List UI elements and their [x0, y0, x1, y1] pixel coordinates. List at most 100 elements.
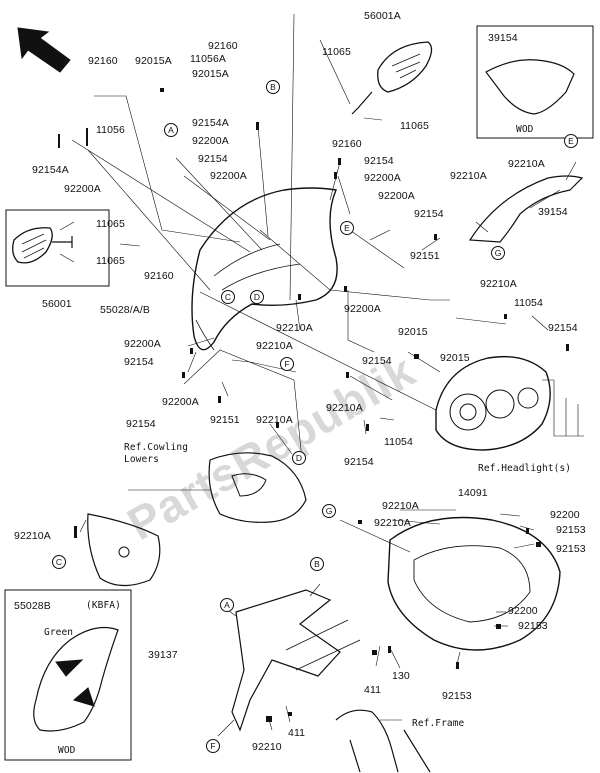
inset-wod-label: WOD: [516, 124, 534, 135]
part-label: 92210A: [276, 322, 313, 334]
callout-d: D: [250, 290, 264, 304]
inner-cowl-14091: [387, 516, 561, 651]
ref-frame: Ref.Frame: [412, 718, 465, 729]
part-label: 39154: [538, 206, 568, 218]
callout-c: C: [52, 555, 66, 569]
upper-cowling: [191, 187, 338, 351]
part-label: 56001: [42, 298, 72, 310]
front-direction-arrow: [17, 27, 71, 73]
inner-panel: [87, 513, 161, 587]
part-label: 92210A: [480, 278, 517, 290]
callout-a: A: [164, 123, 178, 137]
inset-wod-label: WOD: [58, 745, 76, 756]
part-label: 411: [364, 684, 382, 696]
color-green-label: Green: [44, 627, 74, 638]
part-label: 11065: [96, 218, 125, 230]
stay-bracket: [231, 589, 341, 732]
ref-cowling-lowers: Ref.Cowling Lowers: [124, 442, 189, 465]
part-label: 92210A: [382, 500, 419, 512]
part-label: 92210A: [14, 530, 51, 542]
part-label: 92210A: [256, 340, 293, 352]
part-label: 14091: [458, 487, 488, 499]
part-label: 92153: [442, 690, 472, 702]
callout-e: E: [340, 221, 354, 235]
callout-a: A: [220, 598, 234, 612]
ref-headlights: Ref.Headlight(s): [478, 463, 572, 474]
part-label: 92200: [550, 509, 580, 521]
part-label: 92154: [126, 418, 156, 430]
part-label: 92200A: [364, 172, 401, 184]
part-label: 55028B: [14, 600, 51, 612]
part-label: 92015: [440, 352, 470, 364]
part-label: 92015A: [192, 68, 229, 80]
part-label: 92200A: [162, 396, 199, 408]
part-label: 92200A: [192, 135, 229, 147]
part-label: 92200A: [64, 183, 101, 195]
part-label: 11065: [322, 46, 351, 58]
part-label: 92160: [144, 270, 174, 282]
windscreen: [468, 175, 584, 243]
part-label: 92154: [344, 456, 374, 468]
cowling-lower-ref: [208, 452, 307, 523]
frame-ref: [335, 709, 431, 773]
mirror-right: [377, 41, 433, 93]
part-label: 92015A: [135, 55, 172, 67]
part-label: 92153: [556, 524, 586, 536]
part-label: 92160: [208, 40, 238, 52]
part-label: 92210A: [374, 517, 411, 529]
part-label: 92154A: [32, 164, 69, 176]
cowling-lower-kbfa: [33, 627, 119, 732]
callout-b: B: [266, 80, 280, 94]
part-label: 130: [392, 670, 410, 682]
part-label: 92200A: [378, 190, 415, 202]
callout-f: F: [206, 739, 220, 753]
part-label: 11056: [96, 124, 125, 136]
part-label: 92151: [210, 414, 240, 426]
part-label: 92154: [414, 208, 444, 220]
part-label: 411: [288, 727, 306, 739]
part-label: 39154: [488, 32, 518, 44]
part-label: 11065: [96, 255, 125, 267]
part-label: 92153: [518, 620, 548, 632]
part-label: 56001A: [364, 10, 401, 22]
part-label: 55028/A/B: [100, 304, 150, 316]
part-label: 92154: [124, 356, 154, 368]
part-label: 92154: [362, 355, 392, 367]
callout-g: G: [322, 504, 336, 518]
part-label: 92200A: [124, 338, 161, 350]
part-label: 92154: [548, 322, 578, 334]
part-label: 92200A: [344, 303, 381, 315]
part-label: 11065: [400, 120, 429, 132]
part-label: 92015: [398, 326, 428, 338]
part-label: 92200A: [210, 170, 247, 182]
mirror-left: [12, 227, 53, 264]
callout-e: E: [564, 134, 578, 148]
callout-b: B: [310, 557, 324, 571]
part-label: 92210A: [256, 414, 293, 426]
part-label: 92154: [198, 153, 228, 165]
part-label: 39137: [148, 649, 178, 661]
part-label: 92151: [410, 250, 440, 262]
part-label: 11054: [384, 436, 413, 448]
part-label: 92153: [556, 543, 586, 555]
part-label: 92154A: [192, 117, 229, 129]
part-label: 92210A: [450, 170, 487, 182]
callout-d: D: [292, 451, 306, 465]
part-label: 92154: [364, 155, 394, 167]
part-label: 11056A: [190, 53, 227, 65]
part-label: 11054: [514, 297, 543, 309]
callout-g: G: [491, 246, 505, 260]
callout-c: C: [221, 290, 235, 304]
part-label: 92210A: [326, 402, 363, 414]
part-label: 92160: [88, 55, 118, 67]
callout-f: F: [280, 357, 294, 371]
part-label: 92160: [332, 138, 362, 150]
headlight-assembly: [435, 355, 551, 451]
inset-kbfa-label: (KBFA): [86, 600, 121, 611]
part-label: 92210A: [508, 158, 545, 170]
windscreen-wod: [485, 59, 575, 115]
part-label: 92210: [252, 741, 282, 753]
part-label: 92200: [508, 605, 538, 617]
